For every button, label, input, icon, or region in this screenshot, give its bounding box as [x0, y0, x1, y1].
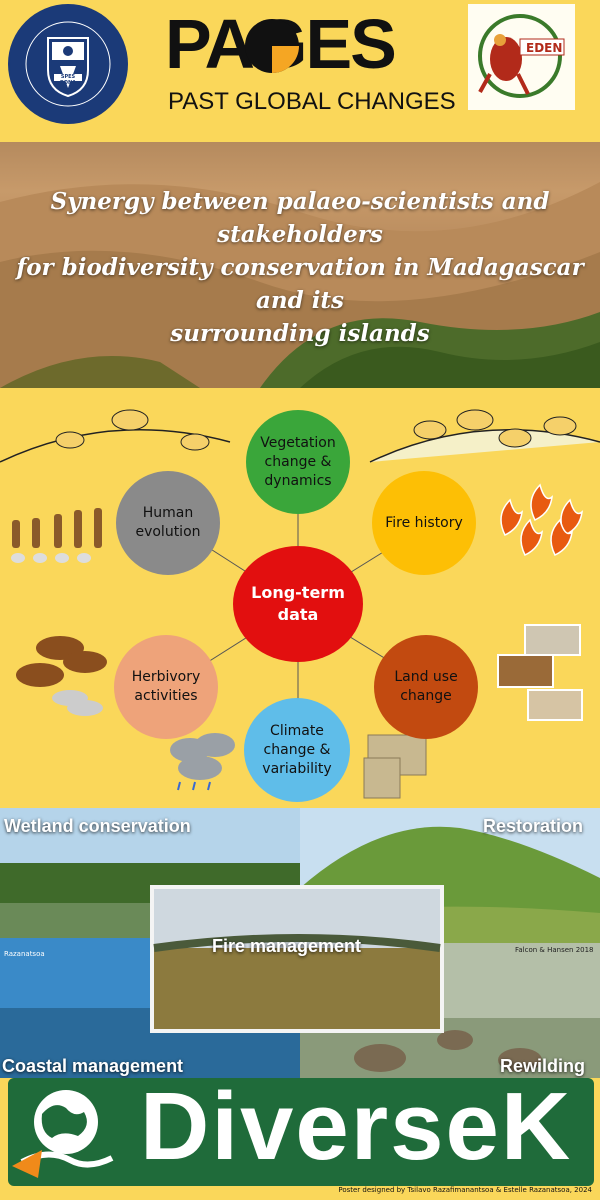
node-climate: Climate change & variability [244, 698, 350, 802]
right-trees-icon [413, 409, 577, 448]
uct-motto: SPES BONA [59, 74, 77, 86]
node-herbivory: Herbivory activities [114, 635, 218, 739]
node-fire-history: Fire history [372, 471, 476, 575]
center-line2: data [277, 605, 319, 624]
credit-falcon: Falcon & Hansen 2018 [515, 946, 594, 954]
uct-logo: SPES BONA [8, 4, 128, 124]
node-land-use: Land use change [374, 635, 478, 739]
label-restoration: Restoration [483, 816, 584, 836]
label-rewilding: Rewilding [500, 1056, 585, 1076]
pages-sun-icon [245, 19, 299, 73]
node-landuse-line1: Land use [394, 669, 458, 685]
node-human-line2: evolution [135, 524, 201, 540]
collage-backgrounds [0, 808, 600, 1078]
uct-emblem-icon [10, 6, 126, 122]
node-climate-line1: Climate [270, 722, 324, 739]
cracked-earth-icon [363, 734, 427, 799]
credit-razanatsoa: Razanatsoa [4, 950, 45, 958]
node-human-line1: Human [142, 505, 194, 521]
cattle-icon [16, 636, 107, 716]
poster-credit: Poster designed by Tsilavo Razafimanants… [338, 1186, 592, 1194]
photo-collage: Wetland conservation Restoration Fire ma… [0, 808, 600, 1078]
node-vegetation-line3: dynamics [264, 472, 332, 489]
node-vegetation-line2: change & [264, 453, 332, 470]
node-climate-line3: variability [262, 760, 332, 777]
left-trees-icon [55, 409, 210, 451]
tortoise-icon [354, 1030, 542, 1072]
eden-label: EDEN [526, 41, 563, 55]
label-fire-management: Fire management [212, 936, 362, 956]
hero-title-line3: surrounding islands [170, 320, 430, 347]
node-landuse-line2: change [400, 688, 452, 704]
node-vegetation: Vegetation change & dynamics [246, 410, 350, 514]
eden-logo: EDEN [468, 4, 575, 110]
rain-clouds-icon [170, 733, 235, 791]
node-human-evolution: Human evolution [116, 471, 220, 575]
pages-subtitle: PAST GLOBAL CHANGES [168, 88, 456, 115]
hero-title-line1: Synergy between palaeo-scientists and st… [50, 188, 550, 248]
fire-flames-icon [500, 483, 583, 556]
frog-icon [478, 14, 565, 98]
data-wheel: Vegetation change & dynamics Fire histor… [0, 390, 600, 805]
landscape-illustration [0, 182, 600, 388]
hero-title-line2: for biodiversity conservation in Madagas… [16, 254, 584, 314]
wheel-connectors [0, 409, 600, 799]
diversek-wordmark: DiverseK [140, 1073, 573, 1180]
node-long-term-data: Long-term data [233, 546, 363, 662]
label-coastal: Coastal management [2, 1056, 184, 1076]
node-climate-line2: change & [263, 741, 331, 758]
center-line1: Long-term [251, 583, 345, 602]
node-fire-line1: Fire history [385, 514, 463, 531]
world-hand-icon [12, 1090, 114, 1178]
node-vegetation-line1: Vegetation [260, 434, 336, 451]
label-wetland: Wetland conservation [4, 816, 191, 836]
land-use-photos-icon [497, 624, 583, 721]
hero-landscape-photo [0, 142, 600, 388]
node-herbivory-line1: Herbivory [131, 669, 201, 685]
node-herbivory-line2: activities [134, 688, 198, 704]
diversek-banner [8, 1078, 594, 1186]
human-evolution-icon [11, 508, 102, 563]
hero-title: Synergy between palaeo-scientists and st… [0, 185, 600, 350]
